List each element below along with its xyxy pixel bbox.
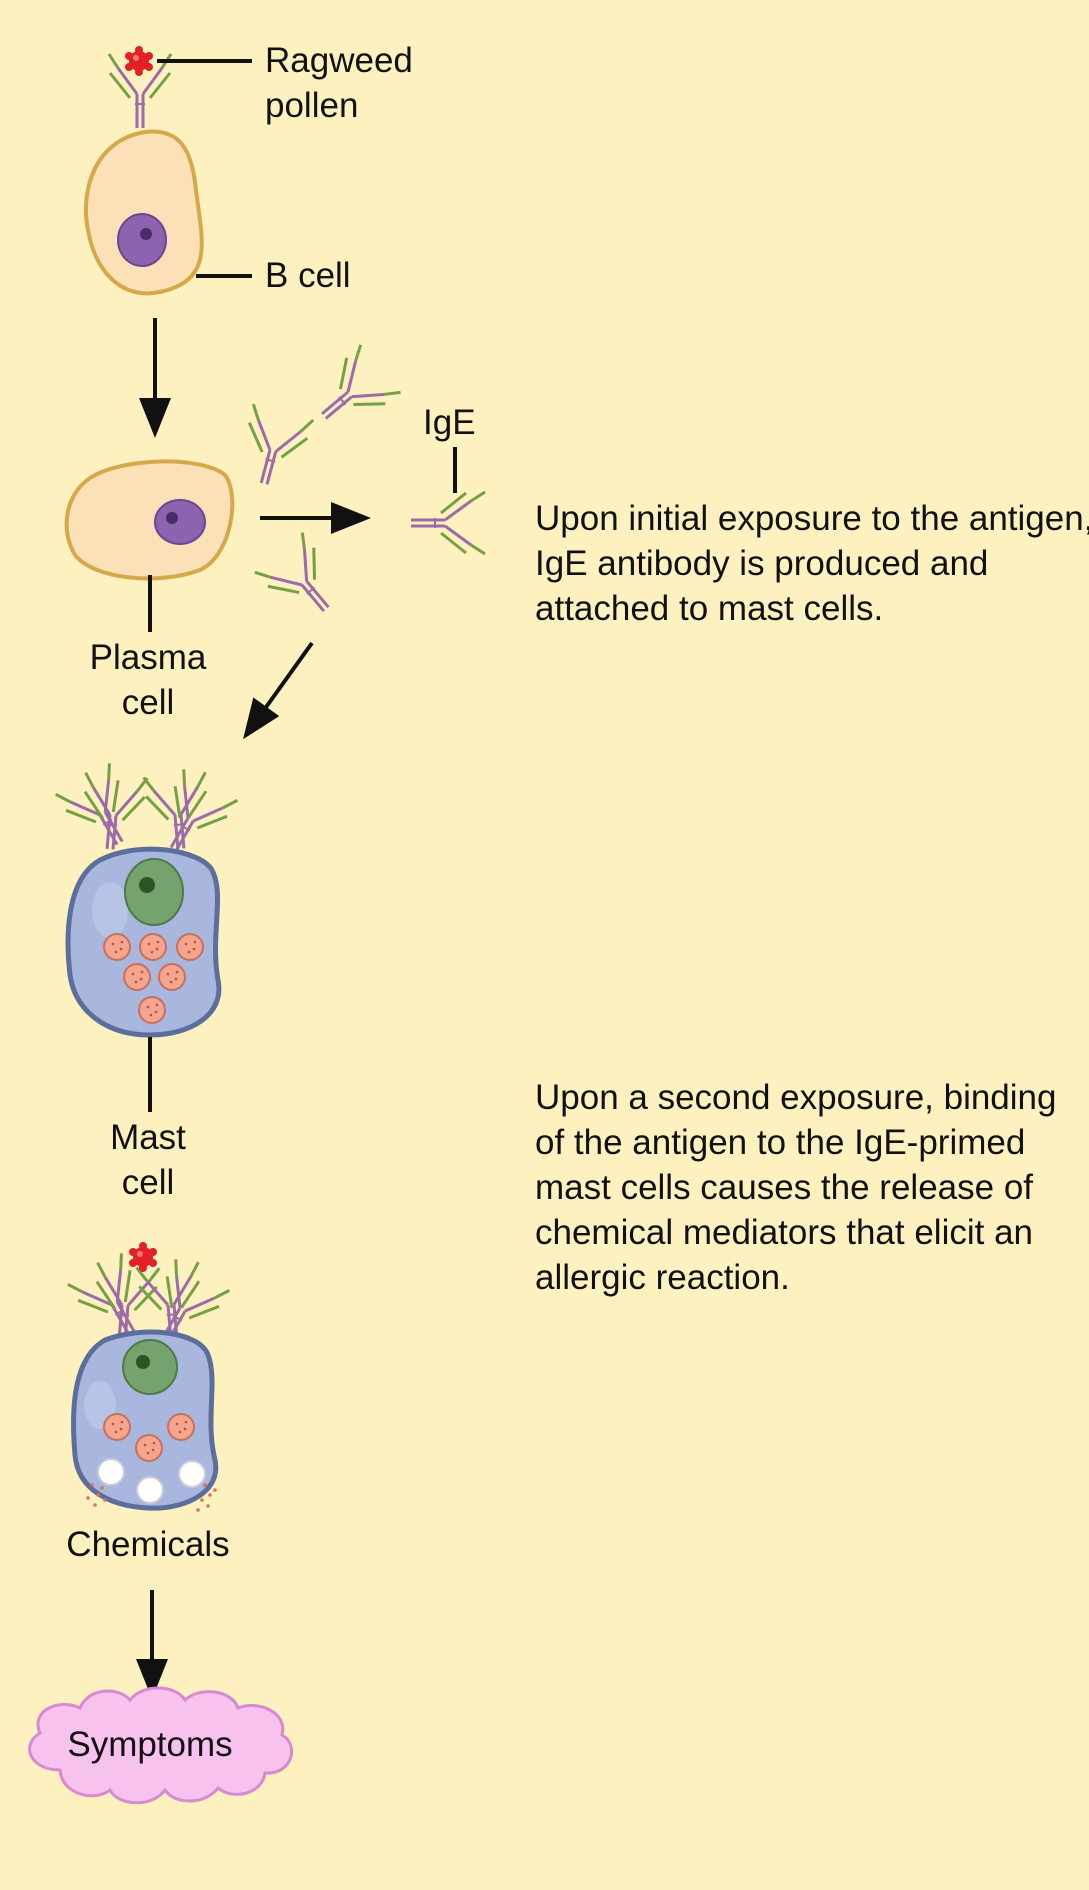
secreted-antibody [302, 343, 402, 442]
mast-label-line2: cell [121, 1163, 175, 1202]
ragweed-label-line2: pollen [265, 86, 359, 125]
granule [138, 996, 166, 1024]
granule [135, 1434, 163, 1462]
granule [158, 963, 186, 991]
plasma-cell-label: Plasma cell [48, 635, 248, 725]
plasma-cell-body [64, 459, 235, 581]
mast-cell-antibody [77, 771, 149, 854]
granule [176, 933, 204, 961]
pollen-icon [125, 46, 153, 76]
mast-cell [54, 761, 239, 1038]
plasma-label-line1: Plasma [89, 638, 207, 677]
granule [123, 963, 151, 991]
b-cell-label: B cell [265, 256, 351, 295]
symptoms-label: Symptoms [67, 1725, 233, 1764]
ige-label: IgE [423, 403, 476, 442]
plasma-cell [64, 459, 235, 581]
plasma-label-line2: cell [121, 683, 175, 722]
initial-exposure-description: Upon initial exposure to the antigen, Ig… [535, 499, 1089, 628]
ragweed-label-line1: Ragweed [265, 41, 413, 80]
ragweed-pollen-label: Ragweed pollen [265, 38, 413, 128]
plasma-cell-nucleus [154, 499, 206, 545]
activated-nucleus [122, 1339, 178, 1395]
granule [139, 933, 167, 961]
symptoms-cloud [28, 1686, 294, 1805]
b-cell [83, 46, 204, 296]
mast-cell-label: Mast cell [48, 1115, 248, 1205]
secreted-antibody [232, 402, 315, 494]
mast-cell-nucleus [124, 858, 184, 926]
released-chemicals [86, 1483, 217, 1512]
activated-mast-cell [66, 1242, 231, 1512]
b-cell-nucleus [117, 213, 167, 267]
degranulating-vesicle [136, 1476, 164, 1504]
granule [103, 1413, 131, 1441]
granule [103, 933, 131, 961]
chemicals-label: Chemicals [66, 1525, 230, 1564]
ige-antibody [409, 490, 487, 556]
mast-label-line1: Mast [110, 1118, 186, 1157]
degranulating-vesicle [97, 1458, 125, 1486]
secreted-antibody [253, 531, 352, 631]
arrow-to-mast-cell [243, 641, 314, 740]
granule [167, 1413, 195, 1441]
degranulating-vesicle [178, 1460, 206, 1488]
second-exposure-description: Upon a second exposure, binding of the a… [535, 1078, 1057, 1297]
pollen-icon [129, 1242, 157, 1272]
b-cell-body [83, 129, 204, 296]
